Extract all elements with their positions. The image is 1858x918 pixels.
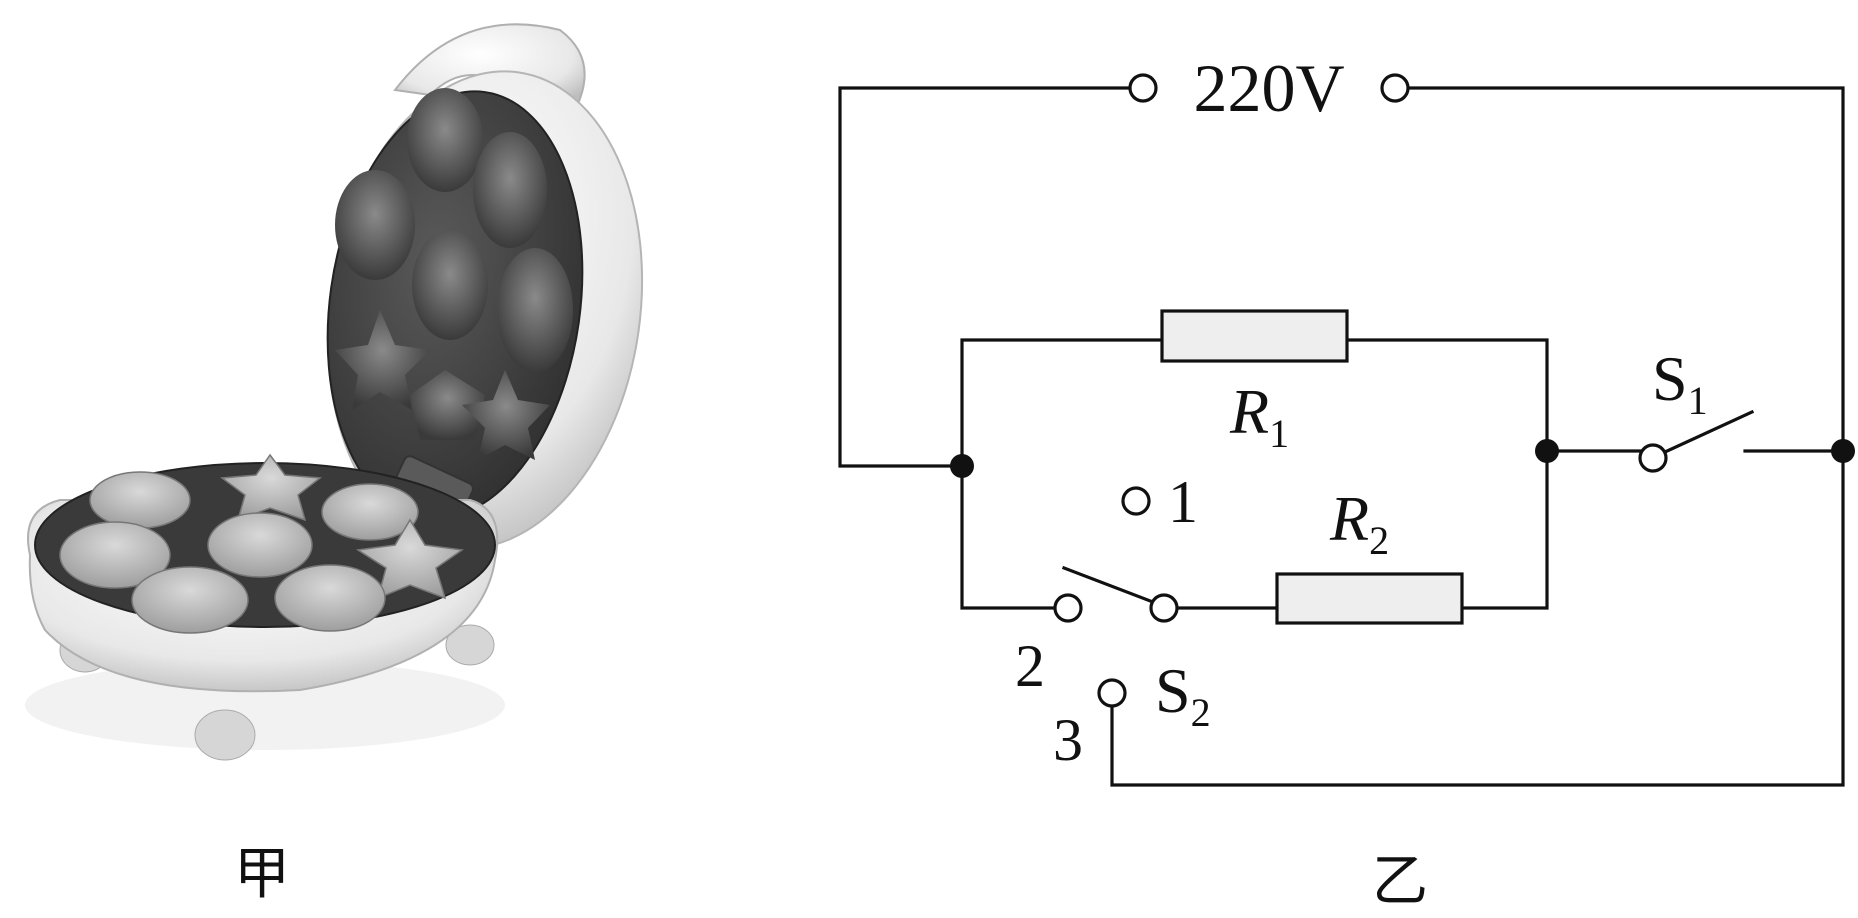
switch-s2-pivot-terminal (1149, 593, 1179, 623)
lid-mold-star-left (335, 310, 430, 410)
junction-far-right (1831, 439, 1855, 463)
wire-supply-left (838, 86, 1132, 468)
s1-subscript: 1 (1688, 378, 1708, 423)
supply-terminal-left (1128, 73, 1158, 103)
supply-terminal-right (1380, 73, 1410, 103)
resistor-r1 (1160, 309, 1349, 363)
caption-a: 甲 (234, 844, 290, 906)
lid-molds (335, 88, 573, 460)
lid-mold-oval-right (473, 132, 547, 248)
foot-middle (194, 709, 256, 761)
foot-right (445, 624, 495, 666)
lid-mold-pentagon (410, 370, 485, 440)
floor-shadow (25, 660, 505, 750)
wire-supply-right (1110, 86, 1845, 787)
wire-r2-right (1460, 449, 1549, 610)
cake-round-front (131, 566, 249, 634)
resistor-r2 (1275, 572, 1464, 625)
r2-label: R2 (1329, 483, 1389, 563)
r1-label: R1 (1229, 376, 1289, 456)
cake-heart-back-right (321, 483, 419, 541)
contact-3-label: 3 (1053, 707, 1083, 773)
lid-mold-star-right (462, 370, 550, 460)
switch-s2-blade (1061, 565, 1169, 610)
contact-3-terminal (1097, 678, 1127, 708)
wire-r1-right (1345, 338, 1549, 453)
r2-subscript: 2 (1369, 518, 1389, 563)
s2-subscript: 2 (1191, 690, 1211, 735)
cake-heart-front (274, 564, 386, 632)
lid-mold-oval-top (407, 88, 483, 192)
s2-label: S2 (1155, 655, 1211, 735)
contact-1-terminal (1121, 486, 1151, 516)
contact-2-terminal (1053, 593, 1083, 623)
cake-round-back-left (89, 471, 191, 529)
wire-r1-left (960, 338, 1164, 468)
cake-round-front-left (59, 521, 171, 589)
cake-maker-photo (25, 23, 644, 761)
cakes (59, 453, 465, 634)
switch-s1-terminal (1638, 443, 1668, 473)
s1-label: S1 (1652, 343, 1708, 423)
junction-right (1535, 439, 1559, 463)
circuit: 220V R1 R2 S1 S2 1 2 3 (838, 50, 1855, 787)
wire-r2-left (960, 464, 1057, 610)
lid-mold-heart-right (497, 248, 573, 372)
caption-b: 乙 (1372, 851, 1428, 913)
lid-mold-heart-left (335, 170, 415, 280)
contact-2-label: 2 (1015, 633, 1045, 699)
r1-subscript: 1 (1269, 411, 1289, 456)
junction-left (950, 454, 974, 478)
contact-1-label: 1 (1168, 469, 1198, 535)
lid-mold-bell (412, 230, 488, 340)
cake-star-back (219, 453, 322, 522)
cake-bell-middle (207, 512, 313, 578)
supply-voltage-label: 220V (1193, 50, 1344, 126)
cake-star-right (355, 518, 465, 600)
switch-s1-blade (1662, 409, 1755, 455)
